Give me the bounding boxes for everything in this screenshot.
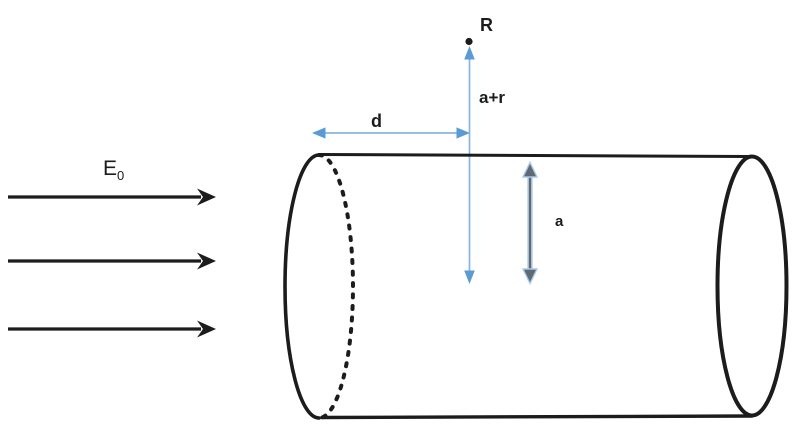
cylinder-right-cap [715, 154, 789, 418]
distance-a-plus-r-label: a+r [479, 88, 505, 107]
cylinder [283, 153, 789, 420]
d-right-arrowhead [456, 127, 470, 139]
point-R-label: R [480, 15, 493, 35]
radius-a-up-arrowhead [521, 160, 539, 178]
field-arrow-2-head [197, 252, 216, 270]
field-arrow-1 [8, 188, 216, 206]
incident-field-arrows [8, 188, 216, 338]
distance-d-arrow [312, 127, 470, 139]
field-arrow-3 [8, 320, 216, 338]
incident-field-label-main: E [103, 157, 117, 180]
radius-a-arrow [521, 160, 539, 286]
cylinder-top-edge [318, 153, 750, 158]
d-left-arrowhead [312, 127, 326, 139]
cylinder-bottom-edge [320, 414, 754, 420]
a-plus-r-down-arrowhead [464, 270, 475, 284]
radius-a-label: a [555, 213, 564, 230]
distance-a-plus-r-arrow [464, 46, 475, 284]
cylinder-left-cap-front-arc [283, 153, 321, 420]
field-arrow-3-head [197, 320, 216, 338]
incident-field-label: E0 [103, 157, 124, 183]
field-arrow-2 [8, 252, 216, 270]
incident-field-label-subscript: 0 [117, 168, 124, 183]
field-arrow-1-head [197, 188, 216, 206]
distance-d-label: d [371, 111, 382, 131]
cylinder-left-cap-hidden-arc [317, 153, 355, 420]
radius-a-down-arrowhead [521, 268, 539, 286]
a-plus-r-up-arrowhead [464, 46, 475, 60]
point-R-dot [465, 37, 473, 46]
